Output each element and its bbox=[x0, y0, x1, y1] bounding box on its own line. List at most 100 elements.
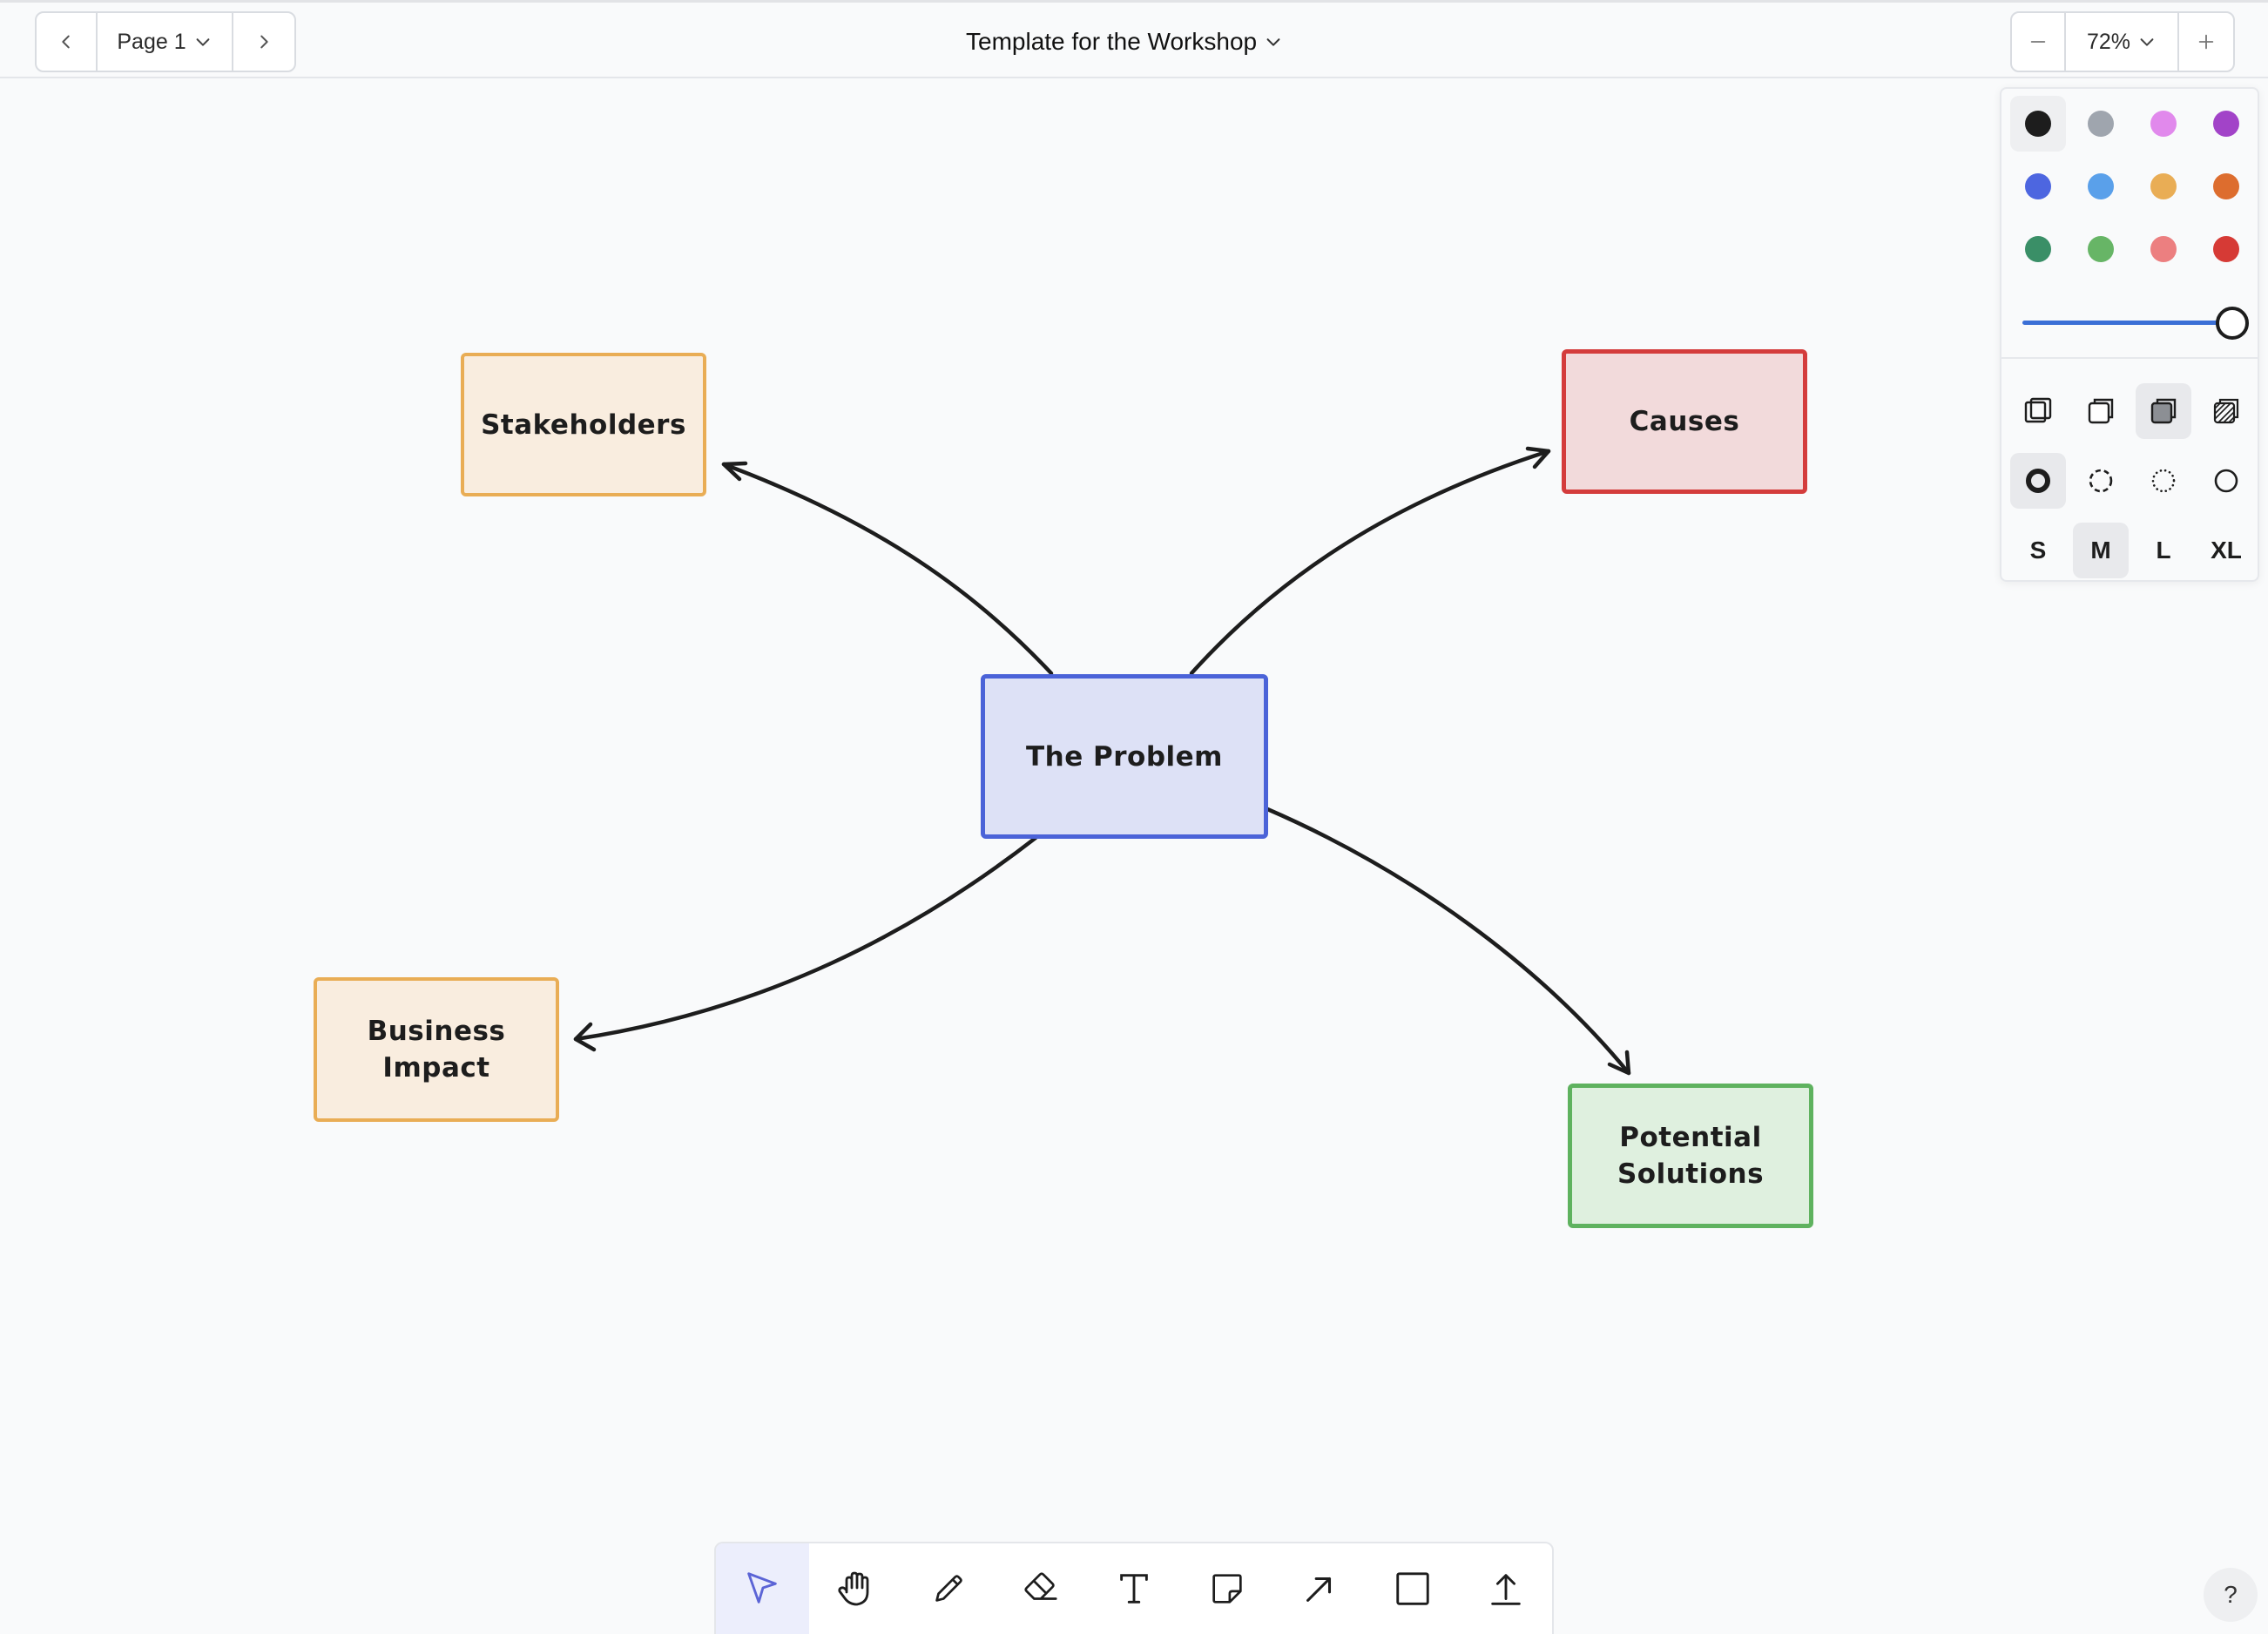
bottom-toolbar bbox=[714, 1542, 1554, 1634]
arrow-to-potential-solutions[interactable] bbox=[1263, 806, 1631, 1076]
color-swatch-light-violet[interactable] bbox=[2136, 96, 2191, 152]
size-m-label: M bbox=[2090, 537, 2111, 564]
tool-eraser-button[interactable] bbox=[995, 1543, 1088, 1634]
previous-page-button[interactable] bbox=[37, 13, 98, 71]
cursor-arrow-icon bbox=[747, 1572, 778, 1604]
color-swatch-light-red[interactable] bbox=[2136, 221, 2191, 277]
dash-solid-button[interactable] bbox=[2198, 453, 2254, 509]
color-dot bbox=[2150, 236, 2177, 262]
fill-pattern-icon bbox=[2213, 398, 2239, 424]
zoom-controls: 72% bbox=[2010, 11, 2235, 72]
color-dot bbox=[2088, 236, 2114, 262]
color-dot bbox=[2025, 236, 2051, 262]
node-causes[interactable]: Causes bbox=[1562, 349, 1807, 494]
opacity-slider-handle[interactable] bbox=[2216, 307, 2249, 340]
pencil-icon bbox=[935, 1575, 962, 1602]
zoom-level: 72% bbox=[2086, 29, 2131, 54]
page-navigation: Page 1 bbox=[35, 11, 296, 72]
opacity-slider[interactable] bbox=[2022, 307, 2249, 340]
tool-arrow-button[interactable] bbox=[1273, 1543, 1367, 1634]
upload-icon bbox=[1490, 1574, 1521, 1605]
tool-note-button[interactable] bbox=[1180, 1543, 1273, 1634]
dash-solid-icon bbox=[2214, 469, 2238, 493]
fill-solid-button[interactable] bbox=[2136, 383, 2191, 439]
color-swatch-black[interactable] bbox=[2010, 96, 2066, 152]
tool-draw-button[interactable] bbox=[901, 1543, 995, 1634]
color-swatch-grey[interactable] bbox=[2073, 96, 2129, 152]
color-dot bbox=[2213, 111, 2239, 137]
document-title-menu[interactable]: Template for the Workshop bbox=[966, 22, 1283, 62]
node-the-problem[interactable]: The Problem bbox=[981, 674, 1268, 839]
document-title: Template for the Workshop bbox=[966, 28, 1258, 55]
tool-select-button[interactable] bbox=[716, 1543, 809, 1634]
fill-solid-icon bbox=[2150, 398, 2177, 424]
size-xl-label: XL bbox=[2211, 537, 2242, 564]
help-button[interactable]: ? bbox=[2204, 1568, 2258, 1622]
zoom-in-button[interactable] bbox=[2179, 13, 2233, 71]
fill-semi-icon bbox=[2088, 398, 2114, 424]
style-panel: S M L XL bbox=[2000, 87, 2259, 582]
color-dot bbox=[2213, 173, 2239, 199]
tool-rectangle-button[interactable] bbox=[1367, 1543, 1460, 1634]
page-label: Page 1 bbox=[117, 29, 186, 54]
help-label: ? bbox=[2224, 1581, 2238, 1608]
hand-icon bbox=[838, 1571, 869, 1606]
eraser-icon bbox=[1024, 1572, 1057, 1600]
color-swatch-yellow[interactable] bbox=[2136, 159, 2191, 214]
page-menu-button[interactable]: Page 1 bbox=[98, 13, 233, 71]
color-dot bbox=[2213, 236, 2239, 262]
tool-upload-button[interactable] bbox=[1459, 1543, 1552, 1634]
dash-draw-button[interactable] bbox=[2010, 453, 2066, 509]
size-xl-button[interactable]: XL bbox=[2198, 523, 2254, 578]
arrow-icon bbox=[1306, 1577, 1332, 1602]
node-stakeholders[interactable]: Stakeholders bbox=[461, 353, 706, 496]
zoom-out-button[interactable] bbox=[2012, 13, 2066, 71]
color-swatch-blue[interactable] bbox=[2010, 159, 2066, 214]
node-potential-solutions[interactable]: Potential Solutions bbox=[1568, 1084, 1813, 1228]
top-bar: Page 1 Template for the Workshop 72% bbox=[0, 0, 2268, 78]
text-icon bbox=[1120, 1574, 1148, 1604]
dash-dotted-icon bbox=[2151, 469, 2176, 493]
size-s-button[interactable]: S bbox=[2010, 523, 2066, 578]
panel-divider bbox=[2001, 357, 2258, 359]
size-m-button[interactable]: M bbox=[2073, 523, 2129, 578]
color-swatch-orange[interactable] bbox=[2198, 159, 2254, 214]
node-business-impact[interactable]: Business Impact bbox=[314, 977, 559, 1122]
arrow-to-business-impact[interactable] bbox=[573, 835, 1038, 1052]
color-dot bbox=[2150, 173, 2177, 199]
size-l-button[interactable]: L bbox=[2136, 523, 2191, 578]
plus-icon bbox=[2198, 34, 2214, 50]
color-dot bbox=[2150, 111, 2177, 137]
arrow-to-stakeholders[interactable] bbox=[721, 461, 1054, 676]
chevron-down-icon bbox=[2140, 38, 2154, 46]
color-swatch-red[interactable] bbox=[2198, 221, 2254, 277]
fill-pattern-button[interactable] bbox=[2198, 383, 2254, 439]
color-swatch-violet[interactable] bbox=[2198, 96, 2254, 152]
arrow-to-causes[interactable] bbox=[1189, 446, 1551, 676]
zoom-menu-button[interactable]: 72% bbox=[2066, 13, 2179, 71]
dash-dashed-button[interactable] bbox=[2073, 453, 2129, 509]
size-s-label: S bbox=[2029, 537, 2047, 564]
color-dot bbox=[2025, 173, 2051, 199]
fill-none-icon bbox=[2024, 397, 2052, 423]
fill-none-button[interactable] bbox=[2010, 383, 2066, 439]
dash-dotted-button[interactable] bbox=[2136, 453, 2191, 509]
color-dot bbox=[2025, 111, 2051, 137]
tool-hand-button[interactable] bbox=[809, 1543, 902, 1634]
color-swatch-light-blue[interactable] bbox=[2073, 159, 2129, 214]
chevron-down-icon bbox=[196, 38, 210, 46]
color-dot bbox=[2088, 111, 2114, 137]
tool-text-button[interactable] bbox=[1088, 1543, 1181, 1634]
next-page-button[interactable] bbox=[233, 13, 294, 71]
color-swatch-green[interactable] bbox=[2010, 221, 2066, 277]
chevron-left-icon bbox=[62, 35, 70, 49]
color-swatch-light-green[interactable] bbox=[2073, 221, 2129, 277]
size-l-label: L bbox=[2156, 537, 2171, 564]
rectangle-icon bbox=[1396, 1572, 1429, 1605]
minus-icon bbox=[2030, 41, 2046, 43]
fill-semi-button[interactable] bbox=[2073, 383, 2129, 439]
sticky-note-icon bbox=[1212, 1574, 1242, 1604]
color-dot bbox=[2088, 173, 2114, 199]
chevron-right-icon bbox=[260, 35, 268, 49]
